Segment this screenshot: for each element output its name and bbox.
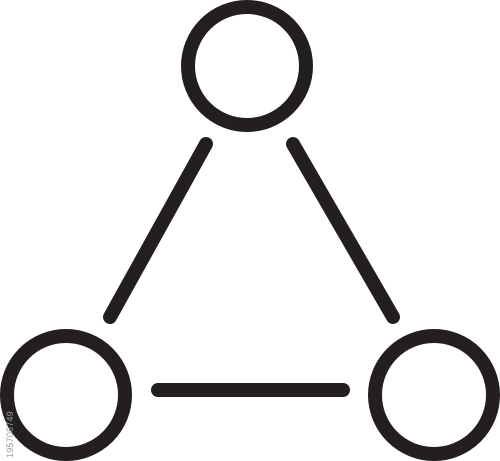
bottom-left-node-circle bbox=[0, 329, 132, 461]
top-node-circle bbox=[181, 0, 313, 132]
left-edge-line bbox=[103, 137, 213, 324]
right-edge-line bbox=[286, 137, 400, 324]
bottom-right-node-circle bbox=[368, 329, 500, 461]
